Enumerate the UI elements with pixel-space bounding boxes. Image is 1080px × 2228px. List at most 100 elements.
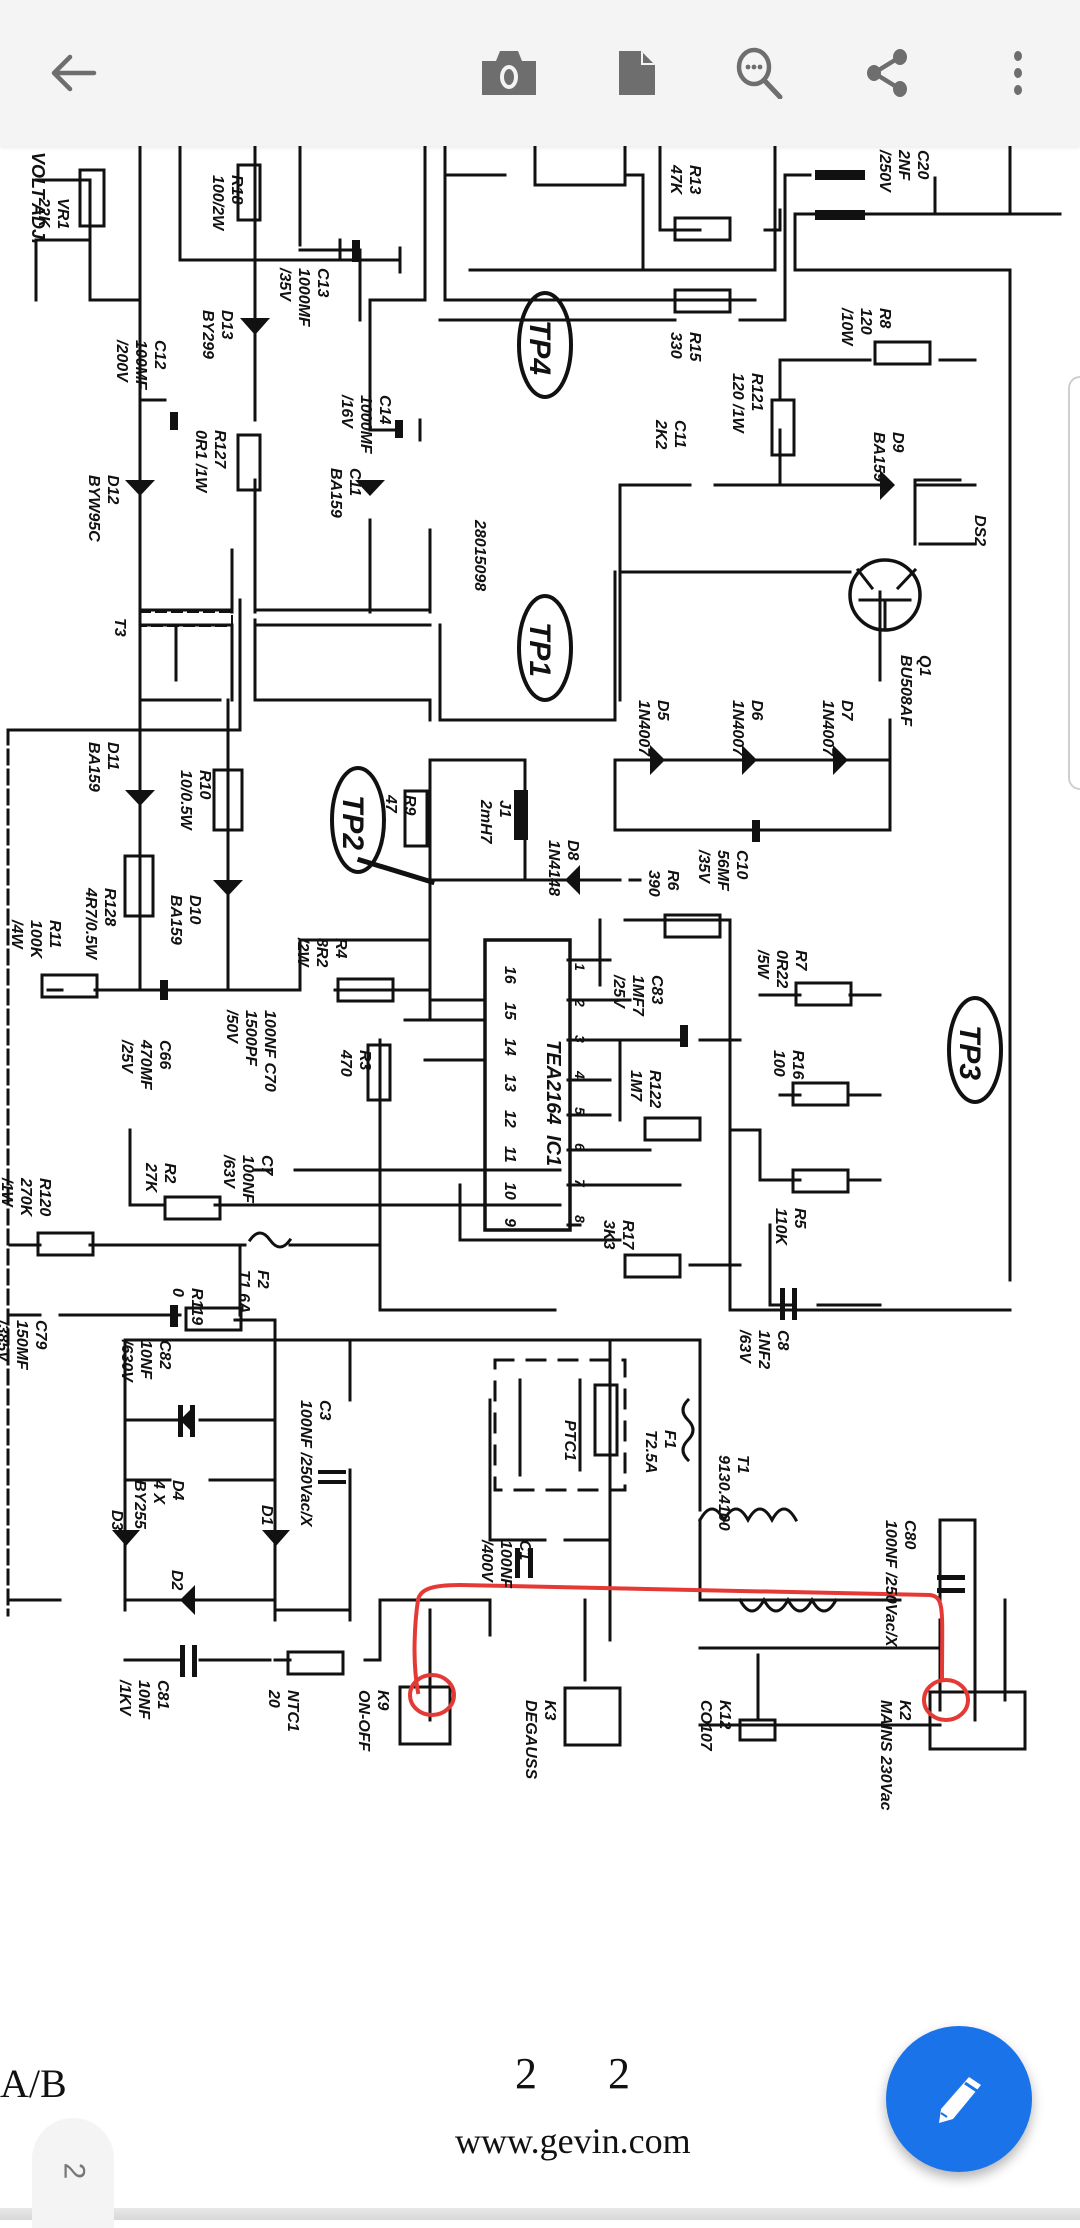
component-label-q1-0: Q1	[916, 655, 933, 676]
component-label-r10-0: R10	[196, 770, 213, 799]
resistor-R119	[184, 1306, 243, 1332]
component-label-c7-1: 100NF	[239, 1155, 256, 1204]
ic-pin-3: 3	[572, 1035, 588, 1043]
ic-pin-6: 6	[572, 1143, 588, 1151]
component-label-ntc1-1: 20	[265, 1689, 282, 1708]
component-label-j1-0: J1	[496, 800, 513, 818]
component-label-r13-1: 47K	[667, 164, 684, 196]
component-label-r7-1: 0R22	[773, 950, 790, 988]
component-label-r119-1: 0	[169, 1288, 186, 1297]
resistor-R2	[163, 1195, 222, 1221]
resistor-R16	[791, 1081, 850, 1107]
component-label-c1-2: /400V	[478, 1539, 495, 1583]
component-label-r122-0: R122	[646, 1070, 663, 1108]
label-ic-ref: IC1	[542, 1135, 564, 1166]
label-TP3: TP3	[953, 1025, 986, 1080]
back-button[interactable]	[40, 40, 106, 106]
navigation-bar-shadow	[0, 2208, 1080, 2220]
component-label-c14-2: /16V	[338, 394, 355, 429]
component-label-r7-2: /5W	[754, 949, 771, 980]
component-label-r7-0: R7	[792, 950, 809, 972]
resistor-PTC1	[593, 1383, 619, 1457]
component-label-d9-1: BA159	[870, 432, 887, 482]
component-label-d7-1: 1N4007	[819, 700, 836, 757]
resistor-R7	[794, 981, 853, 1007]
component-label-r11-1: 100K	[27, 920, 44, 960]
camera-button[interactable]	[476, 40, 542, 106]
component-label-d9-0: D9	[889, 432, 906, 453]
component-label-c11-1: 2K2	[652, 419, 669, 449]
component-label-r8-1: 120	[857, 308, 874, 335]
share-button[interactable]	[854, 40, 920, 106]
component-label-r15-1: 330	[667, 332, 684, 359]
resistor-R4	[336, 977, 395, 1003]
component-label-k9-0: K9	[374, 1690, 391, 1711]
find-in-page-button[interactable]	[727, 40, 793, 106]
component-label-d13-1: BY299	[199, 310, 216, 359]
component-label-k12-0: K12	[716, 1700, 733, 1729]
component-label-k9-1: ON-OFF	[355, 1690, 372, 1753]
red-circle-K2-pin	[922, 1678, 970, 1722]
component-label-vr1-1: 22K	[35, 197, 52, 229]
page-indicator: 2	[32, 2118, 114, 2228]
component-label-f2-1: T1.6A	[235, 1270, 252, 1314]
component-label-r16-1: 100	[770, 1050, 787, 1077]
component-label-r18-1: 100/2W	[209, 175, 226, 232]
vertical-scrollbar[interactable]	[1068, 376, 1080, 790]
component-label-r15-0: R15	[686, 332, 703, 362]
ic-pin-1: 1	[572, 963, 588, 971]
component-label-d12-1: BYW95C	[85, 475, 102, 542]
component-label-c10-0: C10	[733, 850, 750, 879]
component-label-r9-0: R9	[401, 795, 418, 816]
resistor-R18	[236, 163, 262, 222]
component-label-c8-2: /63V	[736, 1329, 753, 1364]
component-label-k3-0: K3	[541, 1700, 558, 1721]
component-label-r127-1: 0R1 /1W	[192, 430, 209, 494]
connector-K12	[738, 1718, 777, 1742]
ic-pin-13: 13	[501, 1074, 518, 1092]
more-options-button[interactable]	[985, 40, 1051, 106]
schematic-wires	[6, 146, 1062, 1727]
find-in-page-icon	[736, 47, 783, 99]
resistor-R9	[403, 789, 429, 848]
details-button[interactable]	[604, 40, 670, 106]
component-label-r11-2: /4W	[8, 919, 25, 950]
resistor-R13	[673, 216, 732, 242]
component-label-c3-1: 100NF /250Vac/X	[297, 1400, 314, 1528]
edit-fab-button[interactable]	[886, 2026, 1032, 2172]
component-label-d6-0: D6	[748, 700, 765, 721]
ic-pin-15: 15	[501, 1002, 518, 1021]
test-point-TP4	[517, 291, 573, 399]
resistor-R11	[40, 973, 99, 999]
component-label-ptc1-0: PTC1	[561, 1420, 578, 1461]
component-label-c8-0: C8	[774, 1330, 791, 1351]
component-label-c81-1: 10NF	[135, 1680, 152, 1720]
camera-icon	[482, 51, 536, 95]
component-label-r2-0: R2	[161, 1163, 178, 1184]
component-label-c66-2: /25V	[118, 1039, 135, 1074]
test-point-TP2	[330, 766, 386, 874]
component-label-c82-2: /630V	[118, 1339, 135, 1383]
component-label-k12-1: CO107	[697, 1700, 714, 1752]
footer-page-number: 2 2	[515, 2049, 660, 2098]
component-label-r16-0: R16	[789, 1050, 806, 1079]
component-label-r8-0: R8	[876, 308, 893, 329]
resistor-R121	[770, 398, 796, 457]
component-label-f1-1: T2.5A	[642, 1430, 659, 1474]
component-label-c70-0: 100NF C70	[261, 1010, 278, 1092]
component-label-c79-0: C79	[32, 1320, 49, 1349]
component-label-r6-1: 390	[645, 870, 662, 897]
component-label-r4-0: R4	[332, 938, 349, 959]
connector-K3	[563, 1686, 622, 1747]
component-label-c66-0: C66	[156, 1040, 173, 1069]
component-label-c7-0: C7	[258, 1155, 275, 1177]
ic-pin-4: 4	[572, 1070, 588, 1079]
footer-left-text: A/B	[0, 2061, 67, 2106]
component-label-r17-1: 3K3	[600, 1220, 617, 1249]
component-label-r120-2: /1W	[0, 1177, 15, 1208]
component-label-d2-0: D2	[168, 1570, 185, 1591]
component-label-r17-0: R17	[619, 1220, 636, 1250]
resistor-R122	[643, 1116, 702, 1142]
test-point-TP1	[517, 594, 573, 702]
